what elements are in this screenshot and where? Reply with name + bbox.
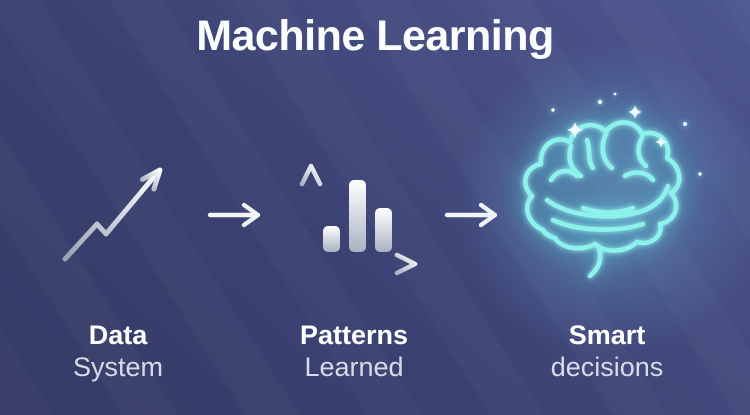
step-title: Smart	[568, 320, 646, 350]
step-subtitle: Learned	[304, 351, 404, 382]
step-label-patterns: Patterns Learned	[254, 320, 454, 384]
step-label-data: Data System	[18, 320, 218, 384]
sparkle-stars	[551, 92, 702, 176]
step-title: Data	[88, 320, 148, 350]
right-arrow-icon	[206, 200, 268, 235]
right-arrow-icon	[443, 200, 505, 235]
step-label-smart: Smart decisions	[507, 320, 707, 384]
page-title: Machine Learning	[196, 12, 554, 60]
step-title: Patterns	[299, 320, 409, 350]
bar-chart-icon	[291, 160, 425, 289]
trend-chart-icon	[57, 147, 179, 278]
step-subtitle: decisions	[550, 351, 664, 382]
step-subtitle: System	[72, 351, 164, 382]
glowing-brain-icon	[495, 82, 720, 317]
